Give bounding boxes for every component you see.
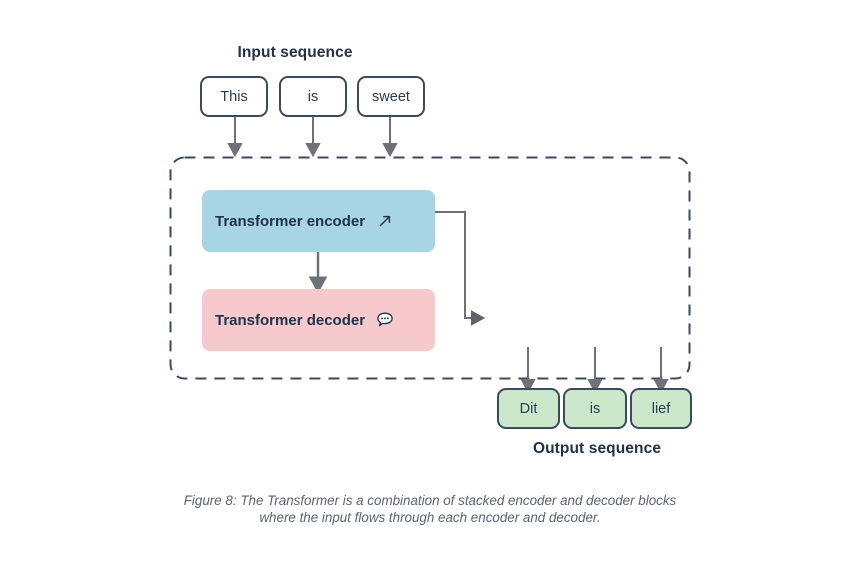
- output-sequence-title: Output sequence: [532, 440, 662, 457]
- input-token-box[interactable]: This: [200, 76, 268, 117]
- input-token-box[interactable]: is: [279, 76, 347, 117]
- speech-bubble-icon: [375, 310, 395, 330]
- arrow-up-right-icon: [375, 211, 395, 231]
- transformer-encoder-block[interactable]: Transformer encoder: [202, 190, 435, 252]
- output-token-box[interactable]: is: [563, 388, 627, 429]
- output-token-box[interactable]: Dit: [497, 388, 560, 429]
- input-token-box[interactable]: sweet: [357, 76, 425, 117]
- encoder-output-connector: [435, 211, 486, 326]
- output-token-box[interactable]: lief: [630, 388, 692, 429]
- transformer-encoder-label: Transformer encoder: [215, 212, 366, 230]
- transformer-decoder-block[interactable]: Transformer decoder: [202, 289, 435, 351]
- figure-caption-line-2: where the input flows through each encod…: [259, 510, 601, 525]
- figure-caption: Figure 8: The Transformer is a combinati…: [130, 492, 730, 526]
- input-sequence-title: Input sequence: [237, 44, 353, 61]
- figure-caption-line-1: Figure 8: The Transformer is a combinati…: [183, 493, 677, 508]
- transformer-decoder-label: Transformer decoder: [215, 311, 366, 329]
